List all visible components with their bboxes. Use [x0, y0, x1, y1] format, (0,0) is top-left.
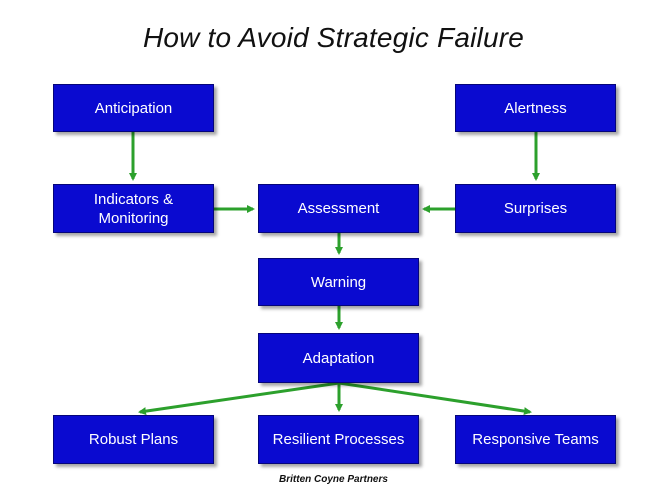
arrow-adaptation-to-robust-plans — [138, 381, 340, 416]
node-indicators-monitoring: Indicators & Monitoring — [53, 184, 214, 233]
node-resilient-processes: Resilient Processes — [258, 415, 419, 464]
node-surprises: Surprises — [455, 184, 616, 233]
node-warning: Warning — [258, 258, 419, 306]
diagram-title: How to Avoid Strategic Failure — [142, 22, 525, 53]
node-responsive-teams: Responsive Teams — [455, 415, 616, 464]
node-assessment: Assessment — [258, 184, 419, 233]
arrow-adaptation-to-responsive-teams — [338, 381, 532, 416]
footer-credit: Britten Coyne Partners — [279, 474, 388, 485]
node-alertness: Alertness — [455, 84, 616, 132]
node-robust-plans: Robust Plans — [53, 415, 214, 464]
node-adaptation: Adaptation — [258, 333, 419, 383]
node-anticipation: Anticipation — [53, 84, 214, 132]
